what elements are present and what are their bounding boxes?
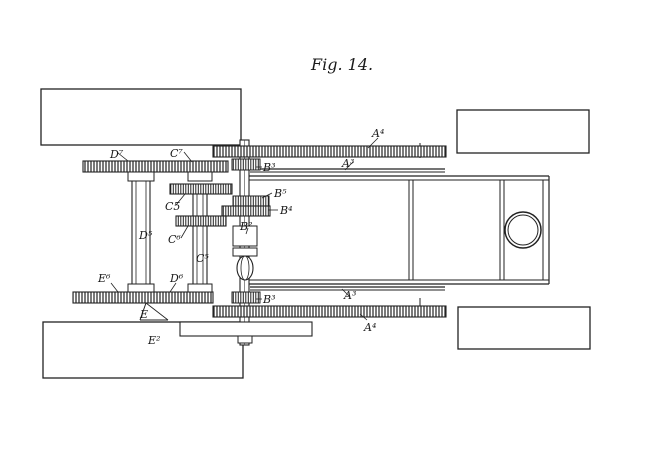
drum-e2-hub xyxy=(237,335,253,344)
label-d7: D⁷ xyxy=(109,148,124,161)
label-b3-bottom: B³ xyxy=(262,293,276,306)
label-c5-left: C5 xyxy=(165,200,180,213)
wheel-top-left xyxy=(40,88,242,146)
label-a4-bottom: A⁴ xyxy=(363,321,376,334)
label-c6: C⁶ xyxy=(168,233,181,246)
lever-e xyxy=(139,302,169,321)
label-d6: D⁶ xyxy=(169,272,184,285)
frame-bearing-inner-circle xyxy=(507,214,539,246)
label-a4-top: A⁴ xyxy=(371,127,384,140)
label-b5: B⁵ xyxy=(273,187,287,200)
label-e: E xyxy=(139,308,148,321)
gear-b3-top xyxy=(231,158,261,171)
label-b2: B² xyxy=(239,220,253,233)
gear-a4-top xyxy=(212,145,447,158)
frame-bearing-circle xyxy=(504,211,542,249)
coupling-b2 xyxy=(236,255,254,281)
label-a3-bottom: A³ xyxy=(343,289,356,302)
gear-e6 xyxy=(72,291,214,304)
hub-d6 xyxy=(187,283,213,293)
leader-lines xyxy=(110,137,379,321)
hub-d7 xyxy=(127,171,155,182)
label-b4: B⁴ xyxy=(279,204,293,217)
gear-a4-bottom xyxy=(212,305,447,318)
wheel-top-right xyxy=(456,109,590,154)
label-d5: D⁵ xyxy=(138,229,153,242)
gear-b3-bottom xyxy=(231,291,261,304)
label-c5-right: C⁵ xyxy=(196,252,209,265)
hub-b2-top xyxy=(232,225,258,247)
gear-b4 xyxy=(221,205,271,217)
hub-c7 xyxy=(187,171,213,182)
chassis-frame xyxy=(240,175,550,285)
label-e6: E⁶ xyxy=(97,272,111,285)
figure-title: Fig. 14. xyxy=(310,55,373,74)
gear-d7 xyxy=(82,160,229,173)
label-c7: C⁷ xyxy=(170,147,183,160)
gear-c6 xyxy=(175,215,227,227)
hub-b2-bottom xyxy=(232,247,258,257)
hub-e6 xyxy=(127,283,155,293)
label-a3-top: A³ xyxy=(341,157,354,170)
drum-e2 xyxy=(179,321,313,337)
label-b3-top: B³ xyxy=(262,161,276,174)
label-e2: E² xyxy=(147,334,160,347)
gear-c5 xyxy=(169,183,233,195)
wheel-bottom-right xyxy=(457,306,591,350)
shaft-c5 xyxy=(192,191,208,288)
